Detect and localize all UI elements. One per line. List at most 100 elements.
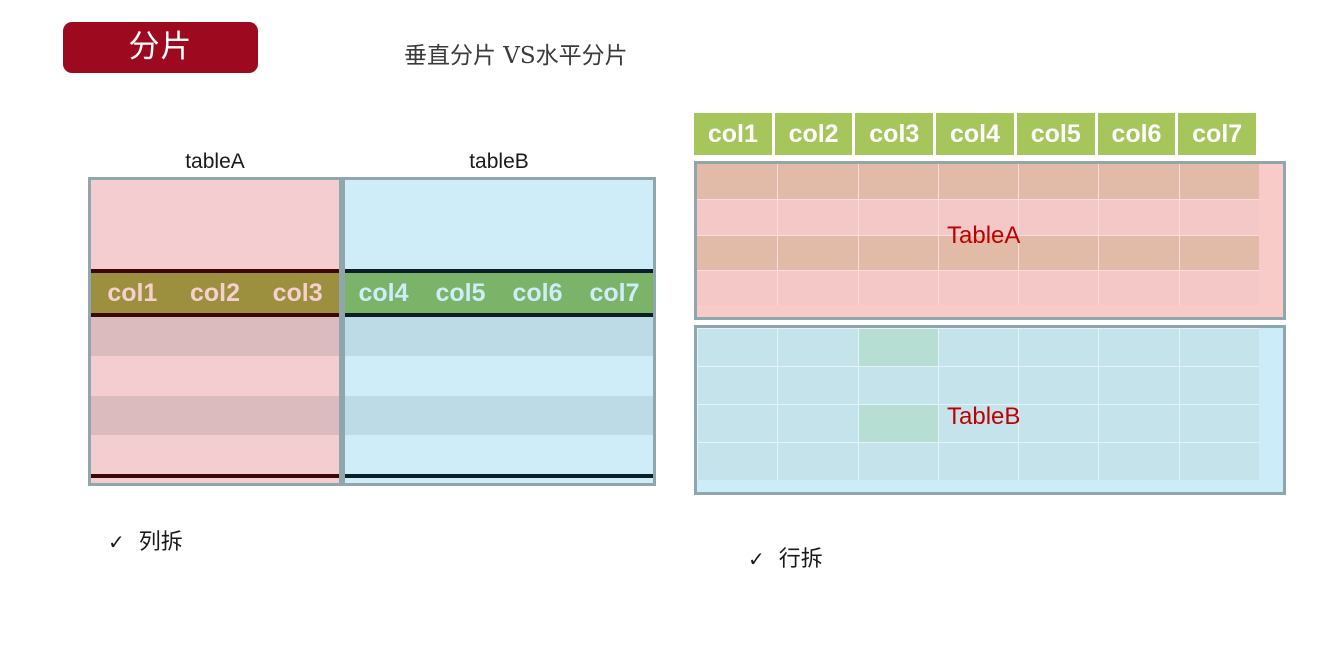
horizontal-sharding-diagram: col1 col2 col3 col4 col5 col6 col7: [694, 113, 1286, 495]
horizontal-col-header-cell: col1: [694, 113, 772, 155]
page-subtitle: 垂直分片 VS水平分片: [404, 43, 628, 69]
bullet-column-split-label: 列拆: [138, 530, 183, 555]
grid-cell-highlighted: [857, 328, 938, 366]
section-title-badge: 分片: [63, 22, 258, 73]
horizontal-col-header-cell: col2: [774, 113, 853, 155]
table-b-grid: [697, 328, 1259, 480]
vertical-col-label: col6: [512, 278, 563, 307]
section-title-text: 分片: [128, 29, 193, 65]
table-a-band-bottom-rule: [91, 313, 339, 317]
grid-cell: [777, 164, 858, 200]
grid-cell: [1178, 269, 1259, 305]
grid-cell: [1098, 404, 1179, 442]
grid-cell: [937, 269, 1019, 305]
table-b-band-top-rule: [345, 269, 653, 273]
table-b-grid-row: [697, 328, 1259, 366]
horizontal-table-a-label: TableA: [947, 222, 1021, 249]
table-a-row: [91, 317, 339, 357]
grid-cell: [1098, 164, 1179, 200]
vertical-col-label: col3: [272, 278, 323, 307]
grid-cell: [1178, 442, 1259, 480]
grid-cell: [1018, 404, 1099, 442]
grid-cell: [697, 164, 778, 200]
table-a-band-top-rule: [91, 269, 339, 273]
vertical-table-a-caption: tableA: [185, 150, 245, 173]
grid-cell: [1178, 199, 1259, 235]
table-a-grid-row: [697, 234, 1259, 270]
table-b-grid-row: [697, 366, 1259, 404]
vertical-sharding-diagram: col1 col2 col3 col4 col5 col6 col7: [88, 177, 656, 486]
grid-cell: [1098, 328, 1179, 366]
table-a-row: [91, 395, 339, 435]
table-a-row: [91, 434, 339, 474]
grid-cell: [1098, 269, 1179, 305]
table-b-row: [345, 317, 653, 357]
horizontal-col-header-cell: col7: [1178, 113, 1257, 155]
table-b-band-bottom-rule: [345, 313, 653, 317]
grid-cell: [697, 366, 778, 404]
table-b-row: [345, 356, 653, 396]
table-b-lower-fill: [345, 478, 653, 483]
grid-cell: [937, 366, 1019, 404]
table-a-grid: [697, 164, 1259, 305]
grid-cell: [697, 442, 778, 480]
grid-cell: [857, 269, 938, 305]
grid-cell: [697, 234, 778, 270]
table-a-grid-row: [697, 164, 1259, 200]
table-b-upper-fill: [345, 180, 653, 269]
table-b-row: [345, 395, 653, 435]
grid-cell: [1018, 366, 1099, 404]
grid-cell: [777, 404, 858, 442]
grid-cell: [937, 404, 1019, 442]
horizontal-column-header-row: col1 col2 col3 col4 col5 col6 col7: [694, 113, 1257, 155]
vertical-col-label: col5: [435, 278, 486, 307]
grid-cell: [777, 234, 858, 270]
grid-cell: [1098, 442, 1179, 480]
grid-cell: [1098, 199, 1179, 235]
table-b-bottom-rule: [345, 474, 653, 478]
bullet-row-split: ✓ 行拆: [748, 541, 823, 573]
vertical-table-b-caption: tableB: [469, 150, 529, 173]
table-a-row: [91, 356, 339, 396]
table-b-grid-row: [697, 442, 1259, 480]
grid-cell: [857, 234, 938, 270]
horizontal-col-header-cell: col6: [1097, 113, 1176, 155]
grid-cell-highlighted: [857, 404, 938, 442]
table-a-lower-fill: [91, 478, 339, 483]
grid-cell: [777, 442, 858, 480]
horizontal-col-header-cell: col4: [936, 113, 1014, 155]
grid-cell: [777, 366, 858, 404]
vertical-table-b-panel: col4 col5 col6 col7: [342, 177, 656, 486]
grid-cell: [697, 199, 778, 235]
check-icon: ✓: [108, 530, 125, 554]
horizontal-col-header-cell: col3: [855, 113, 934, 155]
grid-cell: [1098, 366, 1179, 404]
table-a-column-band: col1 col2 col3: [91, 273, 339, 313]
horizontal-col-header-cell: col5: [1016, 113, 1095, 155]
grid-cell: [1098, 234, 1179, 270]
grid-cell: [1018, 199, 1099, 235]
bullet-column-split: ✓ 列拆: [108, 524, 183, 556]
grid-cell: [777, 328, 858, 366]
vertical-col-label: col4: [358, 278, 409, 307]
grid-cell: [1178, 164, 1259, 200]
horizontal-table-b-box: TableB: [694, 325, 1286, 495]
grid-cell: [697, 328, 778, 366]
grid-cell: [1018, 164, 1099, 200]
vertical-col-label: col1: [107, 278, 158, 307]
table-b-column-band: col4 col5 col6 col7: [345, 273, 653, 313]
table-a-grid-row: [697, 199, 1259, 235]
check-icon: ✓: [748, 547, 765, 571]
vertical-table-a-panel: col1 col2 col3: [88, 177, 342, 486]
grid-cell: [857, 164, 938, 200]
vertical-col-label: col2: [189, 278, 240, 307]
grid-cell: [1178, 234, 1259, 270]
table-a-bottom-rule: [91, 474, 339, 478]
grid-cell: [857, 442, 938, 480]
grid-cell: [937, 199, 1019, 235]
grid-cell: [937, 234, 1019, 270]
grid-cell: [1178, 404, 1259, 442]
grid-cell: [857, 199, 938, 235]
table-b-grid-row: [697, 404, 1259, 442]
grid-cell: [937, 328, 1019, 366]
